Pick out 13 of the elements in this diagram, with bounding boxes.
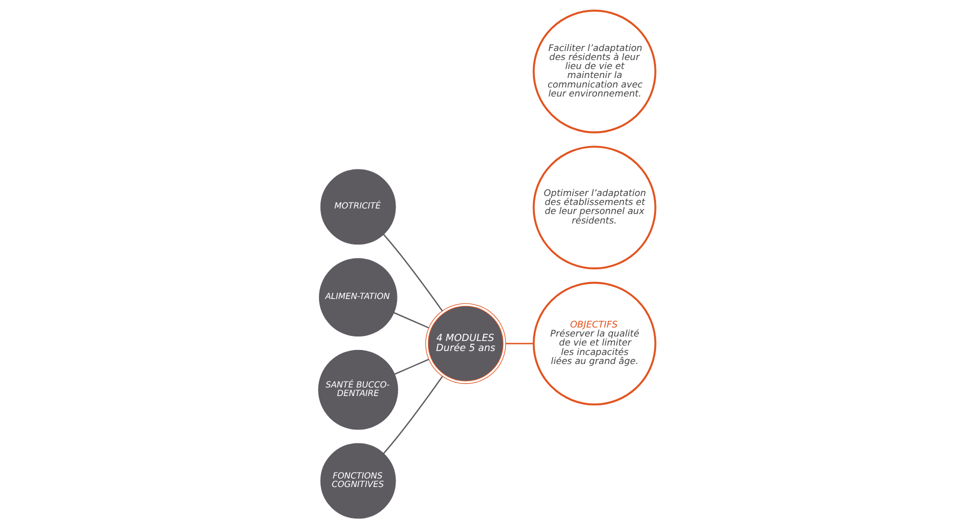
connector — [394, 358, 429, 375]
connector — [383, 234, 443, 312]
node-circle: 4 MODULES Durée 5 ans — [425, 303, 506, 384]
node-circle: Faciliter l’adaptation des résidents à leur lieu de vie et maintenir la communication avec leur environnement. — [532, 10, 656, 134]
node-circle: FONCTIONS COGNITIVES — [320, 443, 396, 519]
connector — [394, 312, 429, 328]
node-circle: SANTÉ BUCCO-DENTAIRE — [318, 350, 398, 430]
node-circle: ALIMEN-TATION — [318, 258, 398, 337]
connector — [383, 376, 443, 454]
node-circle: OBJECTIFS Préserver la qualité de vie et limiter les incapacités liées au grand âge. — [532, 282, 656, 406]
node-circle: Optimiser l’adaptation des établissements et de leur personnel aux résidents. — [532, 146, 656, 270]
node-circle: MOTRICITÉ — [320, 169, 396, 245]
connector — [506, 342, 534, 344]
